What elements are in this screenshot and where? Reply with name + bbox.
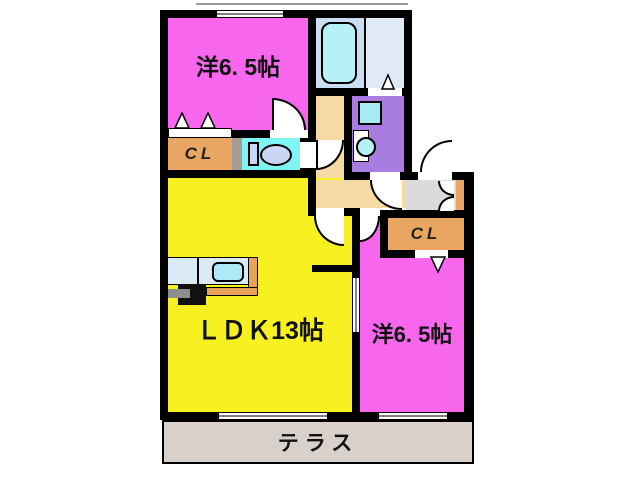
door-opening xyxy=(270,130,308,138)
wall xyxy=(308,18,316,216)
window-ldk xyxy=(218,412,328,420)
closet-right-label: CL xyxy=(410,224,442,243)
wall xyxy=(380,210,474,218)
kitchen-sink xyxy=(212,262,244,282)
kitchen-edge-horizontal xyxy=(206,287,258,296)
entry-door-opening xyxy=(418,170,452,180)
wall xyxy=(380,250,415,258)
wall xyxy=(344,208,360,216)
bath-door-sill xyxy=(368,88,402,96)
toilet-tank xyxy=(248,142,259,166)
wall xyxy=(316,88,412,96)
washbasin-bowl xyxy=(356,137,376,157)
bathroom-divider xyxy=(364,18,366,88)
wall xyxy=(344,172,370,180)
shoe-cabinet xyxy=(456,178,466,212)
bath-door-marker xyxy=(380,73,396,90)
closet-right-door-sill xyxy=(415,250,448,258)
terrace: テラス xyxy=(162,420,474,464)
bedroom-right xyxy=(360,258,464,412)
bathroom-washarea xyxy=(366,18,404,88)
wall xyxy=(160,170,308,178)
wall xyxy=(380,218,388,258)
kitchen-counter-divider xyxy=(197,258,199,284)
closet-top-door-marker xyxy=(173,111,191,129)
wall xyxy=(450,172,474,180)
closet-top-door-track xyxy=(168,128,232,138)
sliding-door xyxy=(352,277,360,333)
entry-door-swing xyxy=(420,140,452,172)
washing-machine xyxy=(358,101,382,125)
ldk-label: ＬＤＫ13帖 xyxy=(196,317,324,345)
door-opening xyxy=(316,208,344,216)
wall xyxy=(344,96,352,172)
wall xyxy=(400,172,418,180)
closet-right: CL xyxy=(388,218,464,250)
bedroom-right-label: 洋6. 5帖 xyxy=(371,322,453,347)
closet-top-door-marker xyxy=(199,111,217,129)
wall xyxy=(352,216,360,277)
wall-stub xyxy=(312,265,352,272)
window-bedroom-right xyxy=(378,412,448,420)
closet-top-label: CL xyxy=(184,144,216,163)
bedroom-top-door-swing xyxy=(272,98,306,130)
closet-side-panel xyxy=(232,132,242,172)
closet-top: CL xyxy=(168,138,232,170)
terrace-label: テラス xyxy=(277,432,359,455)
closet-right-door-marker xyxy=(429,256,447,274)
eave-line xyxy=(196,3,408,5)
bedroom-top-label: 洋6. 5帖 xyxy=(195,54,281,80)
toilet-door-opening xyxy=(300,142,316,168)
wall xyxy=(160,10,168,420)
bathtub xyxy=(321,22,357,84)
toilet-bowl xyxy=(260,144,292,166)
kitchen-stove-gray xyxy=(160,289,190,298)
wall xyxy=(448,250,474,258)
wall xyxy=(160,130,316,138)
genkan-cabinet-door-lower xyxy=(438,196,454,211)
door-opening xyxy=(360,208,380,216)
window-top xyxy=(216,10,284,18)
wall xyxy=(352,333,360,412)
wall xyxy=(160,10,412,18)
wall xyxy=(464,172,474,420)
